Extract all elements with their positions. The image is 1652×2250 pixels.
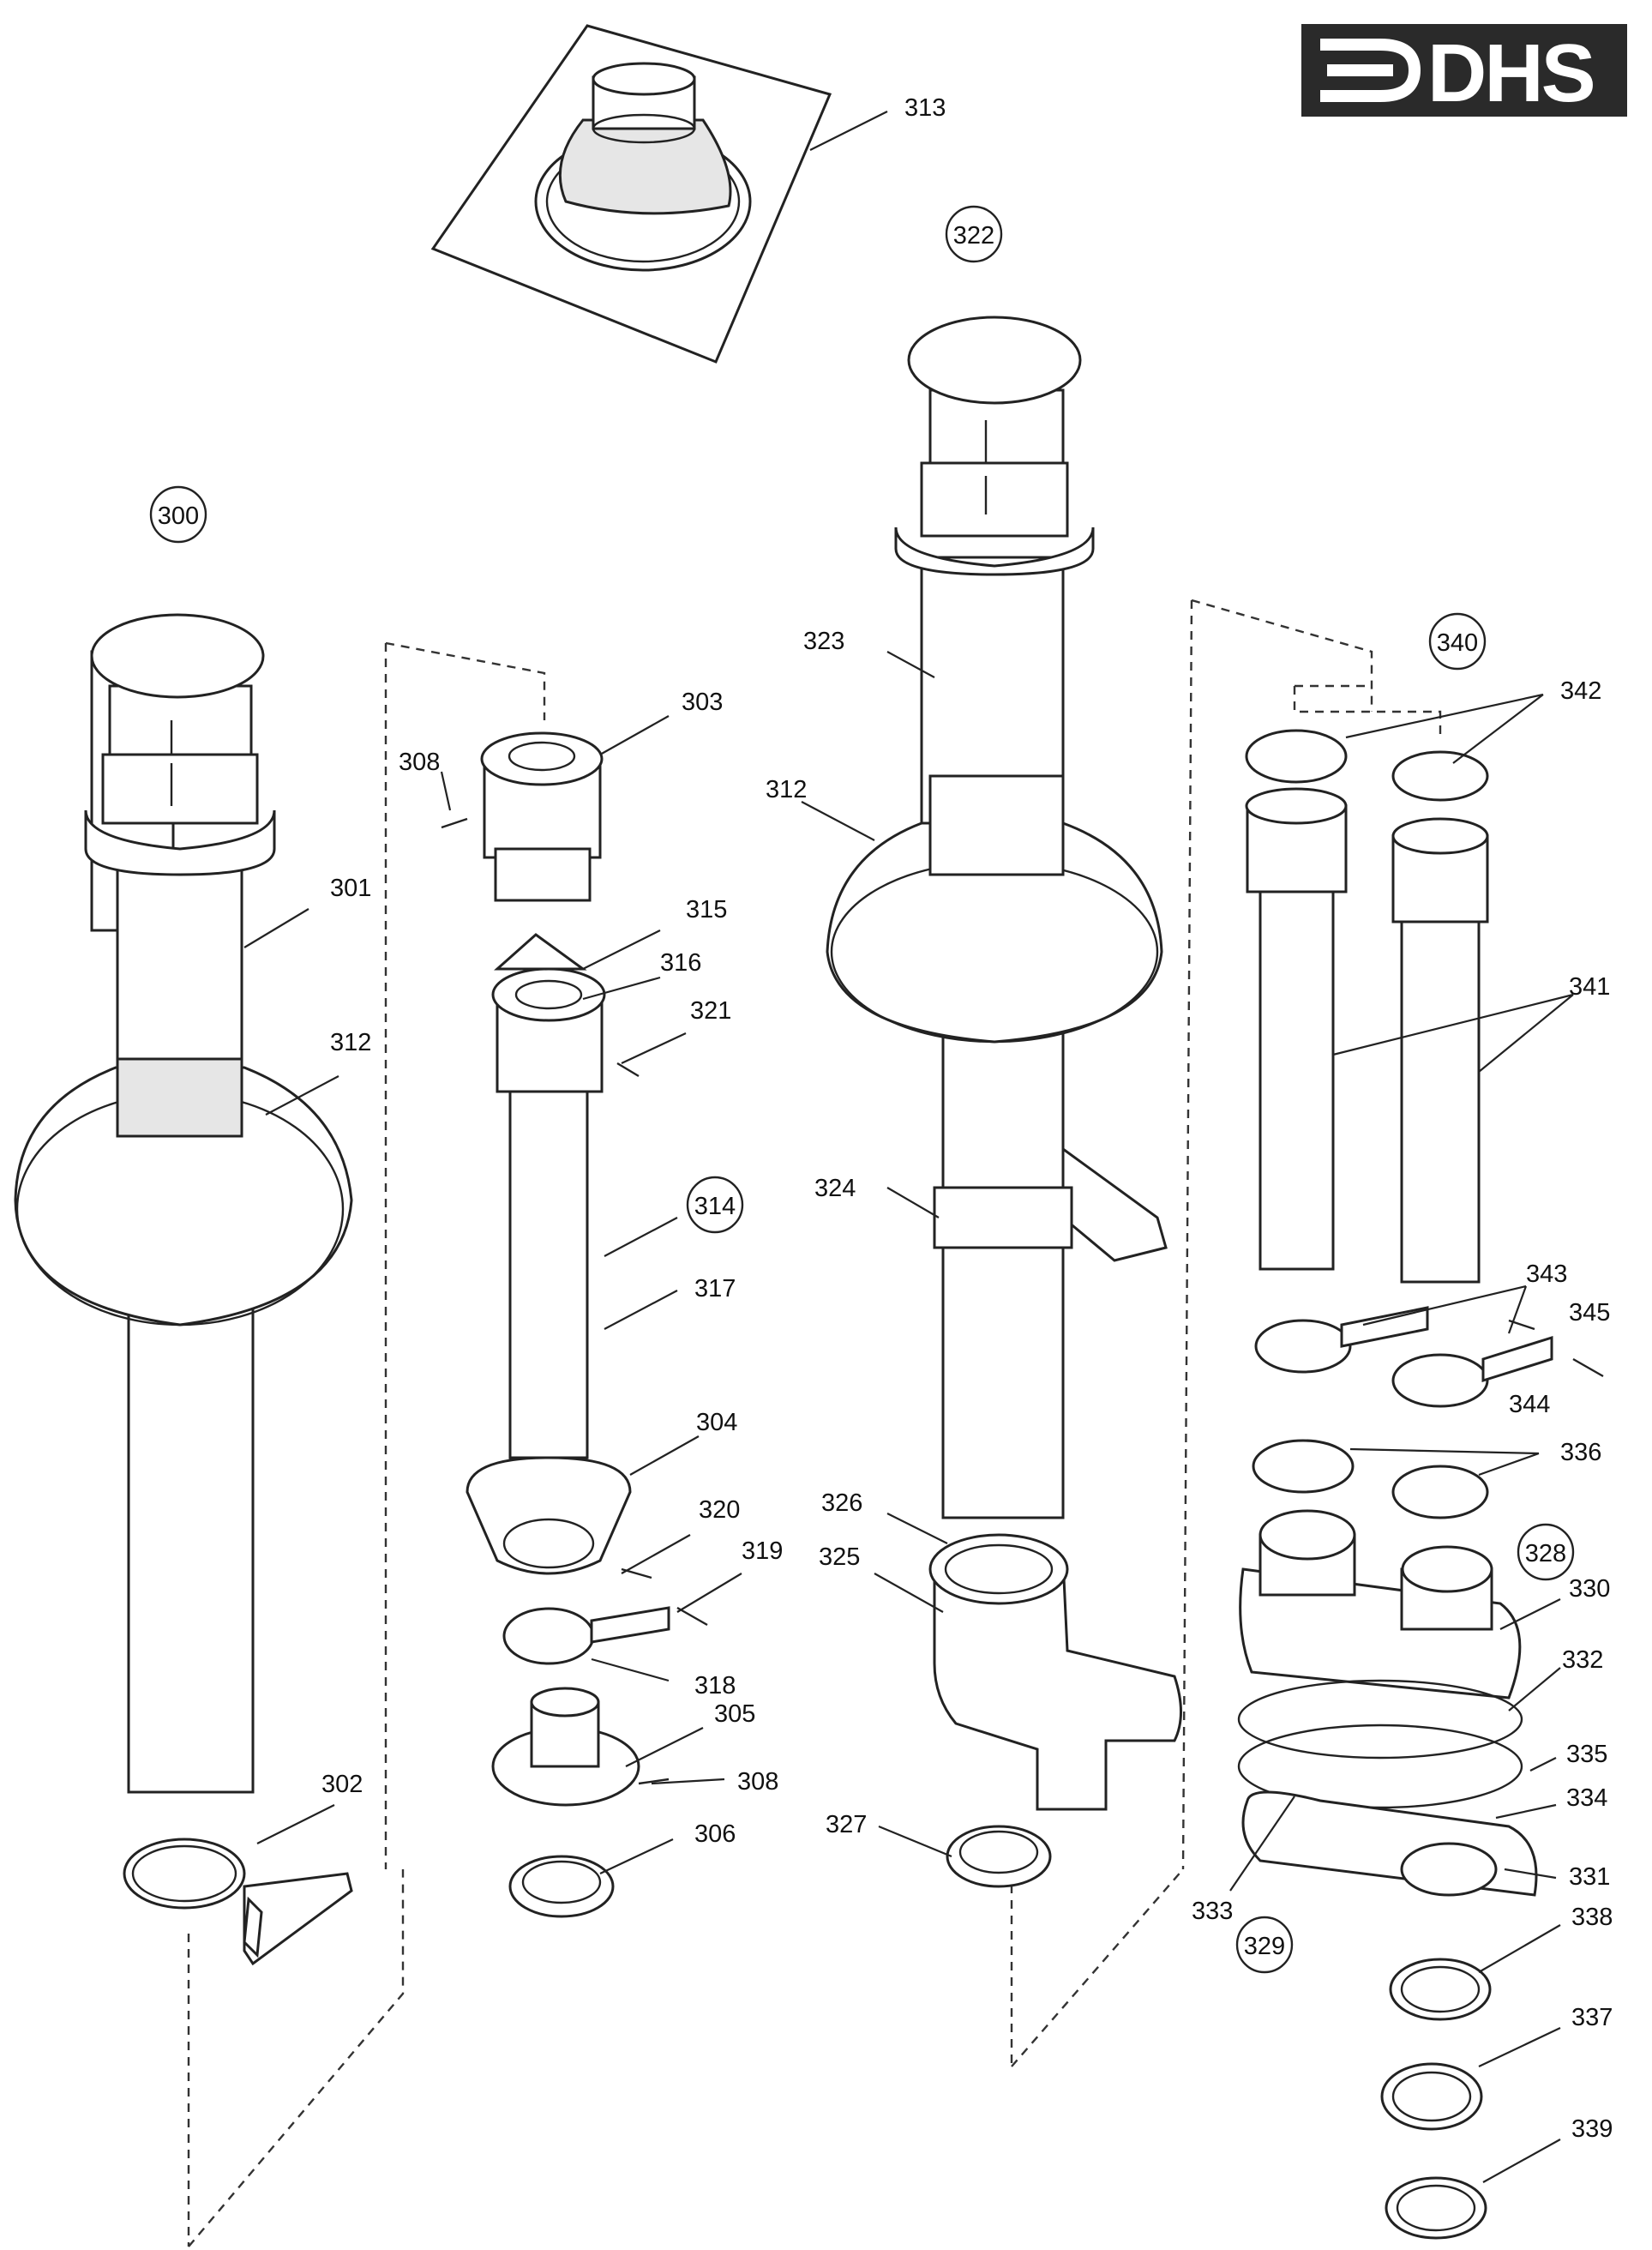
cone-collar-304 [466, 1456, 632, 1575]
callout-337: 337 [1571, 2004, 1613, 2031]
logo-text: DHS [1427, 27, 1594, 119]
callout-304: 304 [696, 1409, 737, 1436]
callout-343: 343 [1526, 1260, 1567, 1288]
callout-339: 339 [1571, 2115, 1613, 2143]
callout-328: 328 [1525, 1540, 1566, 1567]
vertical-terminal-300 [14, 613, 353, 1794]
callout-313: 313 [904, 94, 946, 122]
clamp-318 [502, 1606, 670, 1665]
callout-326: 326 [821, 1489, 862, 1517]
callout-316: 316 [660, 949, 701, 977]
adapter-305 [491, 1687, 640, 1807]
callout-330: 330 [1569, 1575, 1610, 1603]
callout-327: 327 [826, 1811, 867, 1838]
pipe-317 [491, 967, 606, 1459]
clamps-343 [1254, 1306, 1604, 1408]
leader-lines [243, 111, 1574, 2183]
kit-circles [149, 205, 1575, 1974]
callout-322: 322 [953, 222, 994, 250]
callout-314: 314 [694, 1193, 736, 1220]
callout-338: 338 [1571, 1904, 1613, 1931]
callout-344: 344 [1509, 1391, 1550, 1418]
callout-320: 320 [699, 1496, 740, 1524]
callout-300: 300 [158, 502, 199, 530]
seals-336 [1252, 1439, 1489, 1519]
callout-341: 341 [1569, 973, 1610, 1001]
callout-329: 329 [1244, 1933, 1285, 1960]
callout-308a: 308 [399, 749, 440, 776]
dhs-logo: DHS [1301, 24, 1627, 119]
base-plate-331 [1241, 1790, 1538, 1897]
callout-334: 334 [1566, 1784, 1607, 1812]
callout-319: 319 [742, 1537, 783, 1565]
callout-332: 332 [1562, 1646, 1603, 1674]
screws-308-319-320-321 [441, 817, 708, 1785]
seal-327 [946, 1825, 1052, 1888]
callout-342: 342 [1560, 677, 1601, 705]
callout-labels: 300 301 302 303 304 305 306 308 308 312 … [158, 94, 1613, 2143]
callout-340: 340 [1437, 629, 1478, 657]
dhs-logo-mark-icon [1320, 39, 1421, 102]
callout-345: 345 [1569, 1299, 1610, 1327]
triangle-seal-315 [494, 933, 587, 971]
wall-bracket-302 [123, 1838, 353, 1966]
callout-312a: 312 [330, 1029, 371, 1056]
callout-318: 318 [694, 1672, 736, 1700]
callout-315: 315 [686, 896, 727, 923]
roof-flashing-313 [430, 24, 832, 364]
twin-adapter-330 [1237, 1509, 1523, 1809]
callout-317: 317 [694, 1275, 736, 1302]
callout-301: 301 [330, 875, 371, 902]
rings-337-338-339 [1380, 1958, 1492, 2240]
callout-323: 323 [803, 628, 844, 655]
callout-325: 325 [819, 1543, 860, 1571]
adapter-303 [480, 731, 604, 902]
seal-306 [508, 1855, 615, 1918]
callout-331: 331 [1569, 1863, 1610, 1891]
vertical-terminal-322 [826, 316, 1168, 1519]
callout-302: 302 [321, 1771, 363, 1798]
offset-adapter-325 [928, 1533, 1182, 1811]
callout-321: 321 [690, 997, 731, 1025]
callout-312b: 312 [766, 776, 807, 803]
callout-333: 333 [1192, 1898, 1233, 1925]
callout-305: 305 [714, 1700, 755, 1728]
callout-306: 306 [694, 1820, 736, 1848]
callout-303: 303 [682, 689, 723, 716]
callout-324: 324 [814, 1175, 856, 1202]
callout-335: 335 [1566, 1741, 1607, 1768]
callout-336: 336 [1560, 1439, 1601, 1466]
callout-308b: 308 [737, 1768, 778, 1796]
twin-pipe-kit-340 [1245, 729, 1489, 1284]
